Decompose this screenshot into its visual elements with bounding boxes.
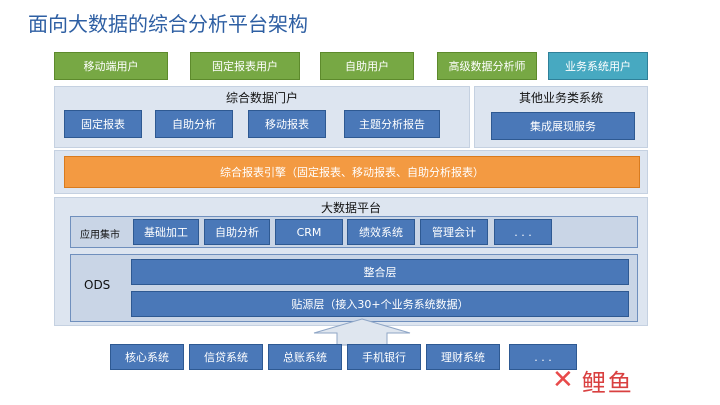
page-title: 面向大数据的综合分析平台架构 xyxy=(28,12,308,36)
user-fixed-report: 固定报表用户 xyxy=(190,52,300,80)
app-more: . . . xyxy=(494,219,552,245)
portal-topic-report: 主题分析报告 xyxy=(344,110,440,138)
source-core-system: 核心系统 xyxy=(110,344,184,370)
app-self-analysis: 自助分析 xyxy=(204,219,270,245)
app-performance-system: 绩效系统 xyxy=(347,219,415,245)
portal-self-analysis: 自助分析 xyxy=(155,110,233,138)
portal-fixed-report: 固定报表 xyxy=(64,110,142,138)
big-data-platform-title: 大数据平台 xyxy=(320,201,381,215)
app-basic-processing: 基础加工 xyxy=(133,219,199,245)
source-wealth-management: 理财系统 xyxy=(426,344,500,370)
app-crm: CRM xyxy=(275,219,343,245)
report-engine-bar: 综合报表引擎（固定报表、移动报表、自助分析报表） xyxy=(64,156,640,188)
portal-mobile-report: 移动报表 xyxy=(248,110,326,138)
other-systems-title: 其他业务类系统 xyxy=(518,91,603,105)
user-business-system: 业务系统用户 xyxy=(548,52,648,80)
up-arrow-icon xyxy=(313,318,411,346)
ods-label: ODS xyxy=(84,278,111,292)
source-credit-system: 信贷系统 xyxy=(189,344,263,370)
integration-layer: 整合层 xyxy=(131,259,629,285)
integrated-display-service: 集成展现服务 xyxy=(491,112,635,140)
watermark-text: 鲤鱼 xyxy=(581,368,634,397)
watermark-mark-icon: ✕ xyxy=(552,365,576,395)
user-mobile: 移动端用户 xyxy=(54,52,168,80)
app-mart-label: 应用集市 xyxy=(80,230,120,241)
user-self-service: 自助用户 xyxy=(320,52,414,80)
user-advanced-analyst: 高级数据分析师 xyxy=(437,52,537,80)
source-more: . . . xyxy=(509,344,577,370)
source-ledger-system: 总账系统 xyxy=(268,344,342,370)
app-management-accounting: 管理会计 xyxy=(420,219,488,245)
watermark-logo: ✕ 鲤鱼 xyxy=(552,362,702,398)
source-mobile-banking: 手机银行 xyxy=(347,344,421,370)
source-layer: 贴源层（接入30+个业务系统数据） xyxy=(131,291,629,317)
portal-title: 综合数据门户 xyxy=(225,91,298,105)
